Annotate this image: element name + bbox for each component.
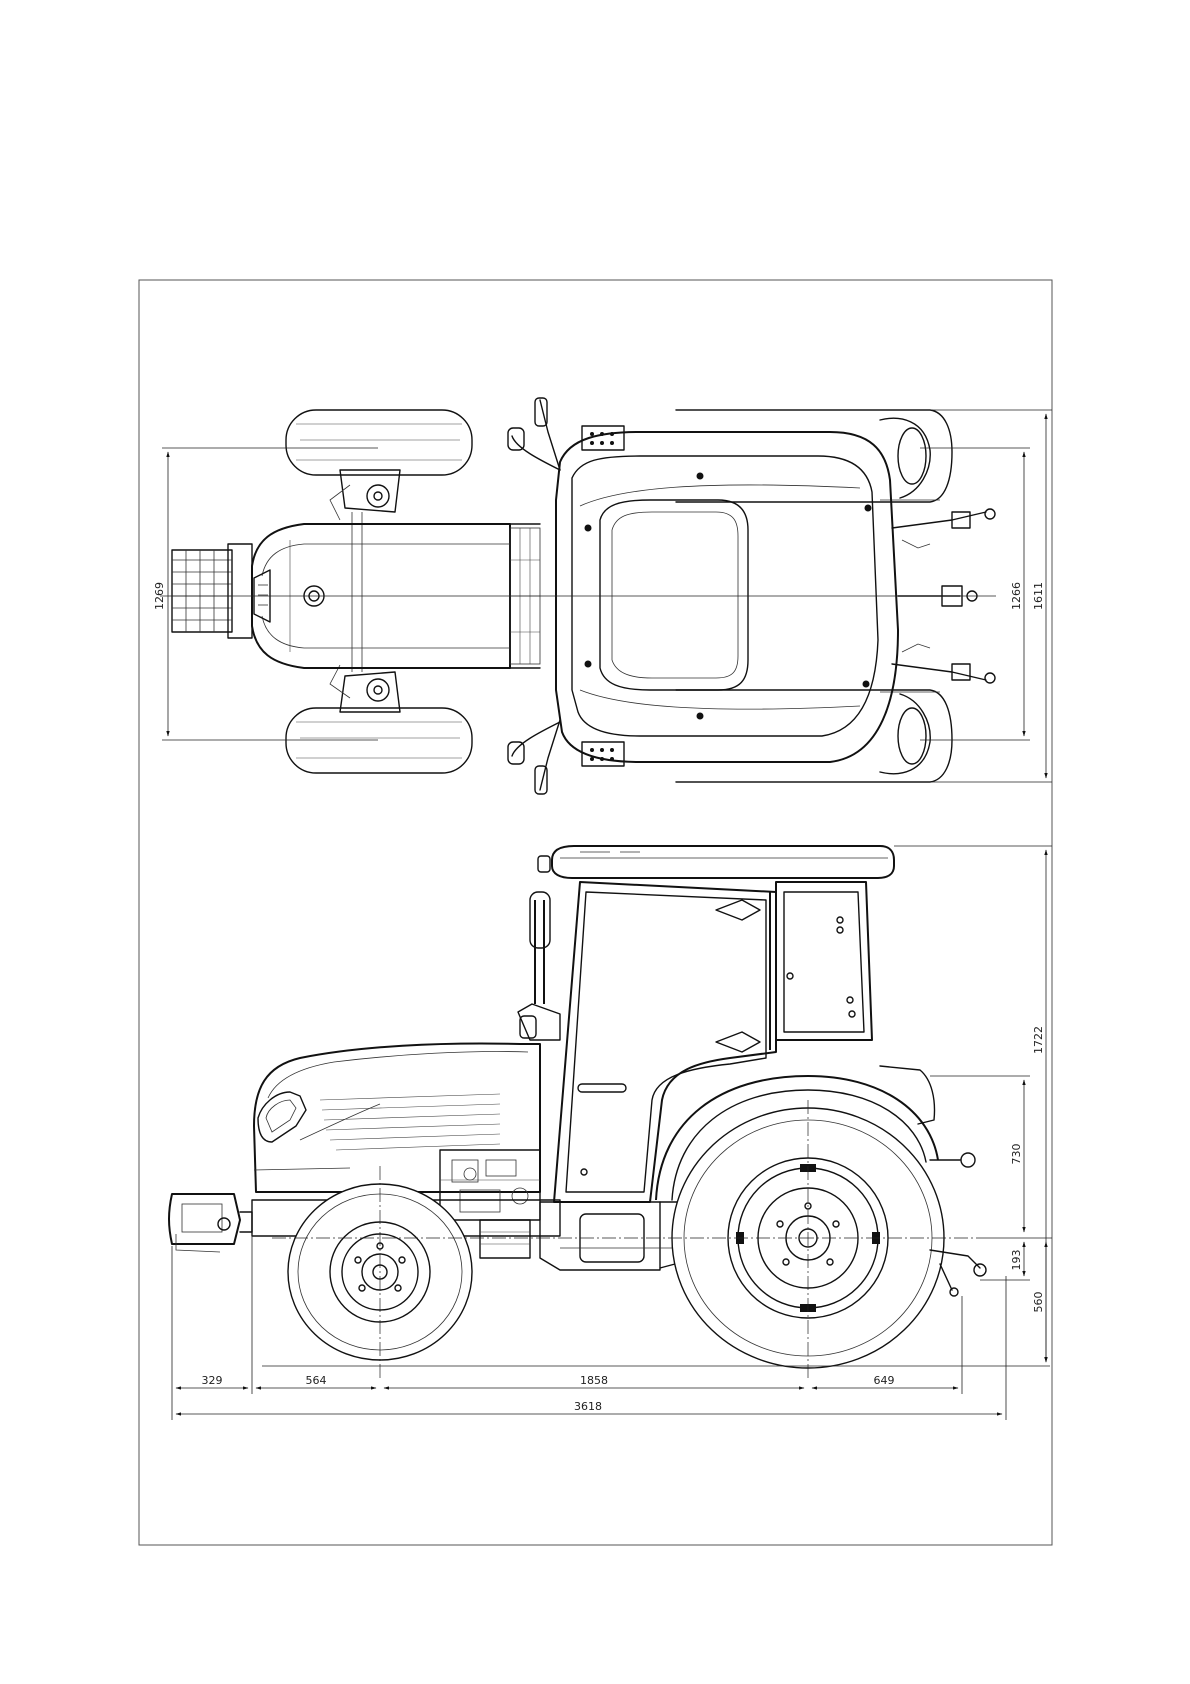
dim-drawbar-height: 730 bbox=[930, 1076, 1030, 1232]
hood-side bbox=[254, 1044, 540, 1192]
dim-wheelbase-label: 1858 bbox=[580, 1374, 608, 1387]
dim-overall-length-label: 3618 bbox=[574, 1400, 602, 1413]
dim-hitch-offset: 193 bbox=[980, 1238, 1052, 1280]
dim-lower-link-height-label: 560 bbox=[1032, 1292, 1045, 1313]
dim-overall-width-label: 1611 bbox=[1032, 582, 1045, 610]
dim-front-track-label: 1269 bbox=[153, 582, 166, 610]
top-view: 1269 1266 1611 bbox=[153, 398, 1052, 794]
dim-hitch-offset-label: 193 bbox=[1010, 1250, 1023, 1271]
dim-rear-track: 1266 bbox=[920, 448, 1030, 740]
mirror-top-left bbox=[508, 398, 560, 470]
front-weight-side bbox=[169, 1194, 252, 1252]
cab-roof-top bbox=[556, 432, 898, 762]
dim-rear-overhang-label: 649 bbox=[874, 1374, 895, 1387]
side-view: 1722 730 193 560 329 bbox=[169, 846, 1052, 1420]
exhaust-pipe bbox=[518, 892, 560, 1040]
front-axle bbox=[330, 470, 400, 712]
front-right-wheel bbox=[286, 708, 472, 773]
dim-front-axle-to-engine-label: 564 bbox=[306, 1374, 327, 1387]
mirror-top-right bbox=[508, 720, 560, 794]
dim-front-overhang-label: 329 bbox=[202, 1374, 223, 1387]
front-left-wheel bbox=[286, 410, 472, 475]
cab-roof-side bbox=[538, 846, 894, 878]
drawing-frame bbox=[139, 280, 1052, 1545]
dim-rear-track-label: 1266 bbox=[1010, 582, 1023, 610]
front-weight-block bbox=[172, 544, 252, 638]
dim-drawbar-height-label: 730 bbox=[1010, 1144, 1023, 1165]
dim-overall-height-label: 1722 bbox=[1032, 1026, 1045, 1054]
dim-front-track: 1269 bbox=[153, 448, 378, 740]
dim-lower-link-height: 560 bbox=[1032, 1242, 1046, 1362]
